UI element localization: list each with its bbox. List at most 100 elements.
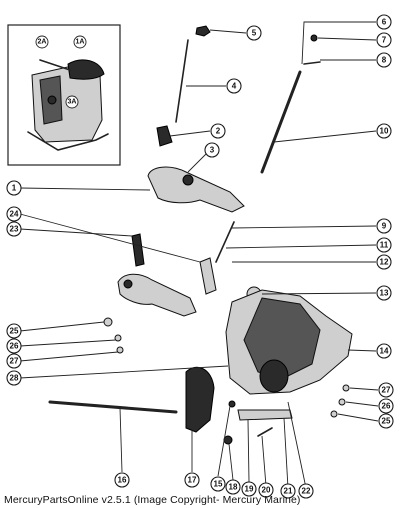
svg-text:22: 22 (302, 487, 311, 496)
svg-text:1: 1 (12, 184, 17, 193)
nut-part-18 (223, 435, 233, 445)
lever-part-23 (131, 233, 145, 267)
washer-part-7 (310, 34, 318, 42)
callout-20: 20 (258, 482, 274, 498)
callout-18: 18 (225, 479, 241, 495)
plate-part-21 (237, 409, 293, 421)
svg-text:14: 14 (380, 347, 389, 356)
callout-14: 14 (376, 343, 392, 359)
callout-24: 24 (6, 206, 22, 222)
svg-text:4: 4 (232, 82, 237, 91)
callout-12: 12 (376, 254, 392, 270)
svg-text:9: 9 (382, 222, 387, 231)
bolt-part-15 (228, 400, 236, 408)
svg-text:17: 17 (188, 476, 197, 485)
svg-text:25: 25 (382, 417, 391, 426)
svg-text:2A: 2A (38, 39, 47, 46)
lower-bracket-pivot (123, 279, 133, 289)
callout-25-right: 25 (378, 413, 394, 429)
callout-26-left: 26 (6, 338, 22, 354)
inset-clamp-shape (67, 59, 105, 80)
callout-6: 6 (376, 14, 392, 30)
rod-part-4 (175, 39, 189, 123)
svg-text:3: 3 (210, 146, 215, 155)
svg-text:6: 6 (382, 18, 387, 27)
svg-text:10: 10 (380, 127, 389, 136)
lower-bracket-part (117, 273, 197, 317)
svg-text:2: 2 (216, 127, 221, 136)
bracket-pivot (182, 174, 194, 186)
spacer-part-24 (199, 257, 217, 295)
shaft-part-16 (48, 400, 178, 414)
callout-8: 8 (376, 52, 392, 68)
callout-16: 16 (114, 472, 130, 488)
callout-17: 17 (184, 472, 200, 488)
washer-part-27-left (116, 346, 124, 354)
svg-text:12: 12 (380, 258, 389, 267)
callouts: 1 2 3 4 5 6 7 8 9 10 11 12 13 14 15 16 1… (6, 14, 394, 499)
svg-text:23: 23 (10, 225, 19, 234)
svg-text:25: 25 (10, 327, 19, 336)
washer-part-26-left (114, 334, 122, 342)
svg-text:15: 15 (214, 480, 223, 489)
tube-part-10 (260, 70, 302, 174)
washer-part-26-right (338, 398, 346, 406)
callout-1: 1 (6, 180, 22, 196)
inset-frame-rail (27, 131, 109, 151)
nut-part-25-right (330, 410, 338, 418)
housing-shaft-hub (259, 359, 289, 393)
callout-10: 10 (376, 123, 392, 139)
inset-bolt (47, 95, 57, 105)
callout-7: 7 (376, 32, 392, 48)
svg-text:1A: 1A (76, 39, 85, 46)
callout-13: 13 (376, 285, 392, 301)
callout-2: 2 (210, 123, 226, 139)
svg-text:27: 27 (382, 386, 391, 395)
callout-26-right: 26 (378, 398, 394, 414)
svg-text:3A: 3A (68, 99, 77, 106)
svg-text:19: 19 (245, 485, 254, 494)
svg-text:27: 27 (10, 357, 19, 366)
svg-text:18: 18 (229, 483, 238, 492)
svg-text:26: 26 (10, 342, 19, 351)
callout-22: 22 (298, 483, 314, 499)
svg-text:28: 28 (10, 374, 19, 383)
nut-part-25-left (103, 317, 113, 327)
callout-21: 21 (280, 483, 296, 499)
rod-end-part-8 (303, 61, 321, 65)
nut-part (195, 25, 211, 37)
svg-text:24: 24 (10, 210, 19, 219)
copyright-caption: MercuryPartsOnline v2.5.1 (Image Copyrig… (4, 494, 301, 506)
callout-28: 28 (6, 370, 22, 386)
inset-label-2a: 2A (35, 35, 49, 49)
inset-pin (39, 59, 71, 71)
inset-label-1a: 1A (73, 35, 87, 49)
rod-part-9 (215, 221, 235, 263)
callout-27-right: 27 (378, 382, 394, 398)
inset-view: 2A 1A 3A (7, 24, 121, 166)
leader-lines (19, 21, 379, 489)
inset-label-3a: 3A (65, 95, 79, 109)
exploded-parts (48, 25, 353, 445)
callout-25-left: 25 (6, 323, 22, 339)
bracket-part-1 (147, 166, 245, 213)
handle-part-2 (156, 125, 173, 147)
clamp-part-17 (185, 366, 215, 433)
svg-text:26: 26 (382, 402, 391, 411)
svg-text:7: 7 (382, 36, 387, 45)
svg-text:13: 13 (380, 289, 389, 298)
callout-4: 4 (226, 78, 242, 94)
callout-23: 23 (6, 221, 22, 237)
svg-text:21: 21 (284, 487, 293, 496)
callout-11: 11 (376, 237, 392, 253)
svg-text:5: 5 (252, 29, 257, 38)
svg-text:8: 8 (382, 56, 387, 65)
callout-15: 15 (210, 476, 226, 492)
callout-5: 5 (246, 25, 262, 41)
screw-part-20 (257, 427, 273, 437)
callout-3: 3 (204, 142, 220, 158)
svg-text:16: 16 (118, 476, 127, 485)
housing-inner (243, 297, 321, 379)
svg-text:20: 20 (262, 486, 271, 495)
